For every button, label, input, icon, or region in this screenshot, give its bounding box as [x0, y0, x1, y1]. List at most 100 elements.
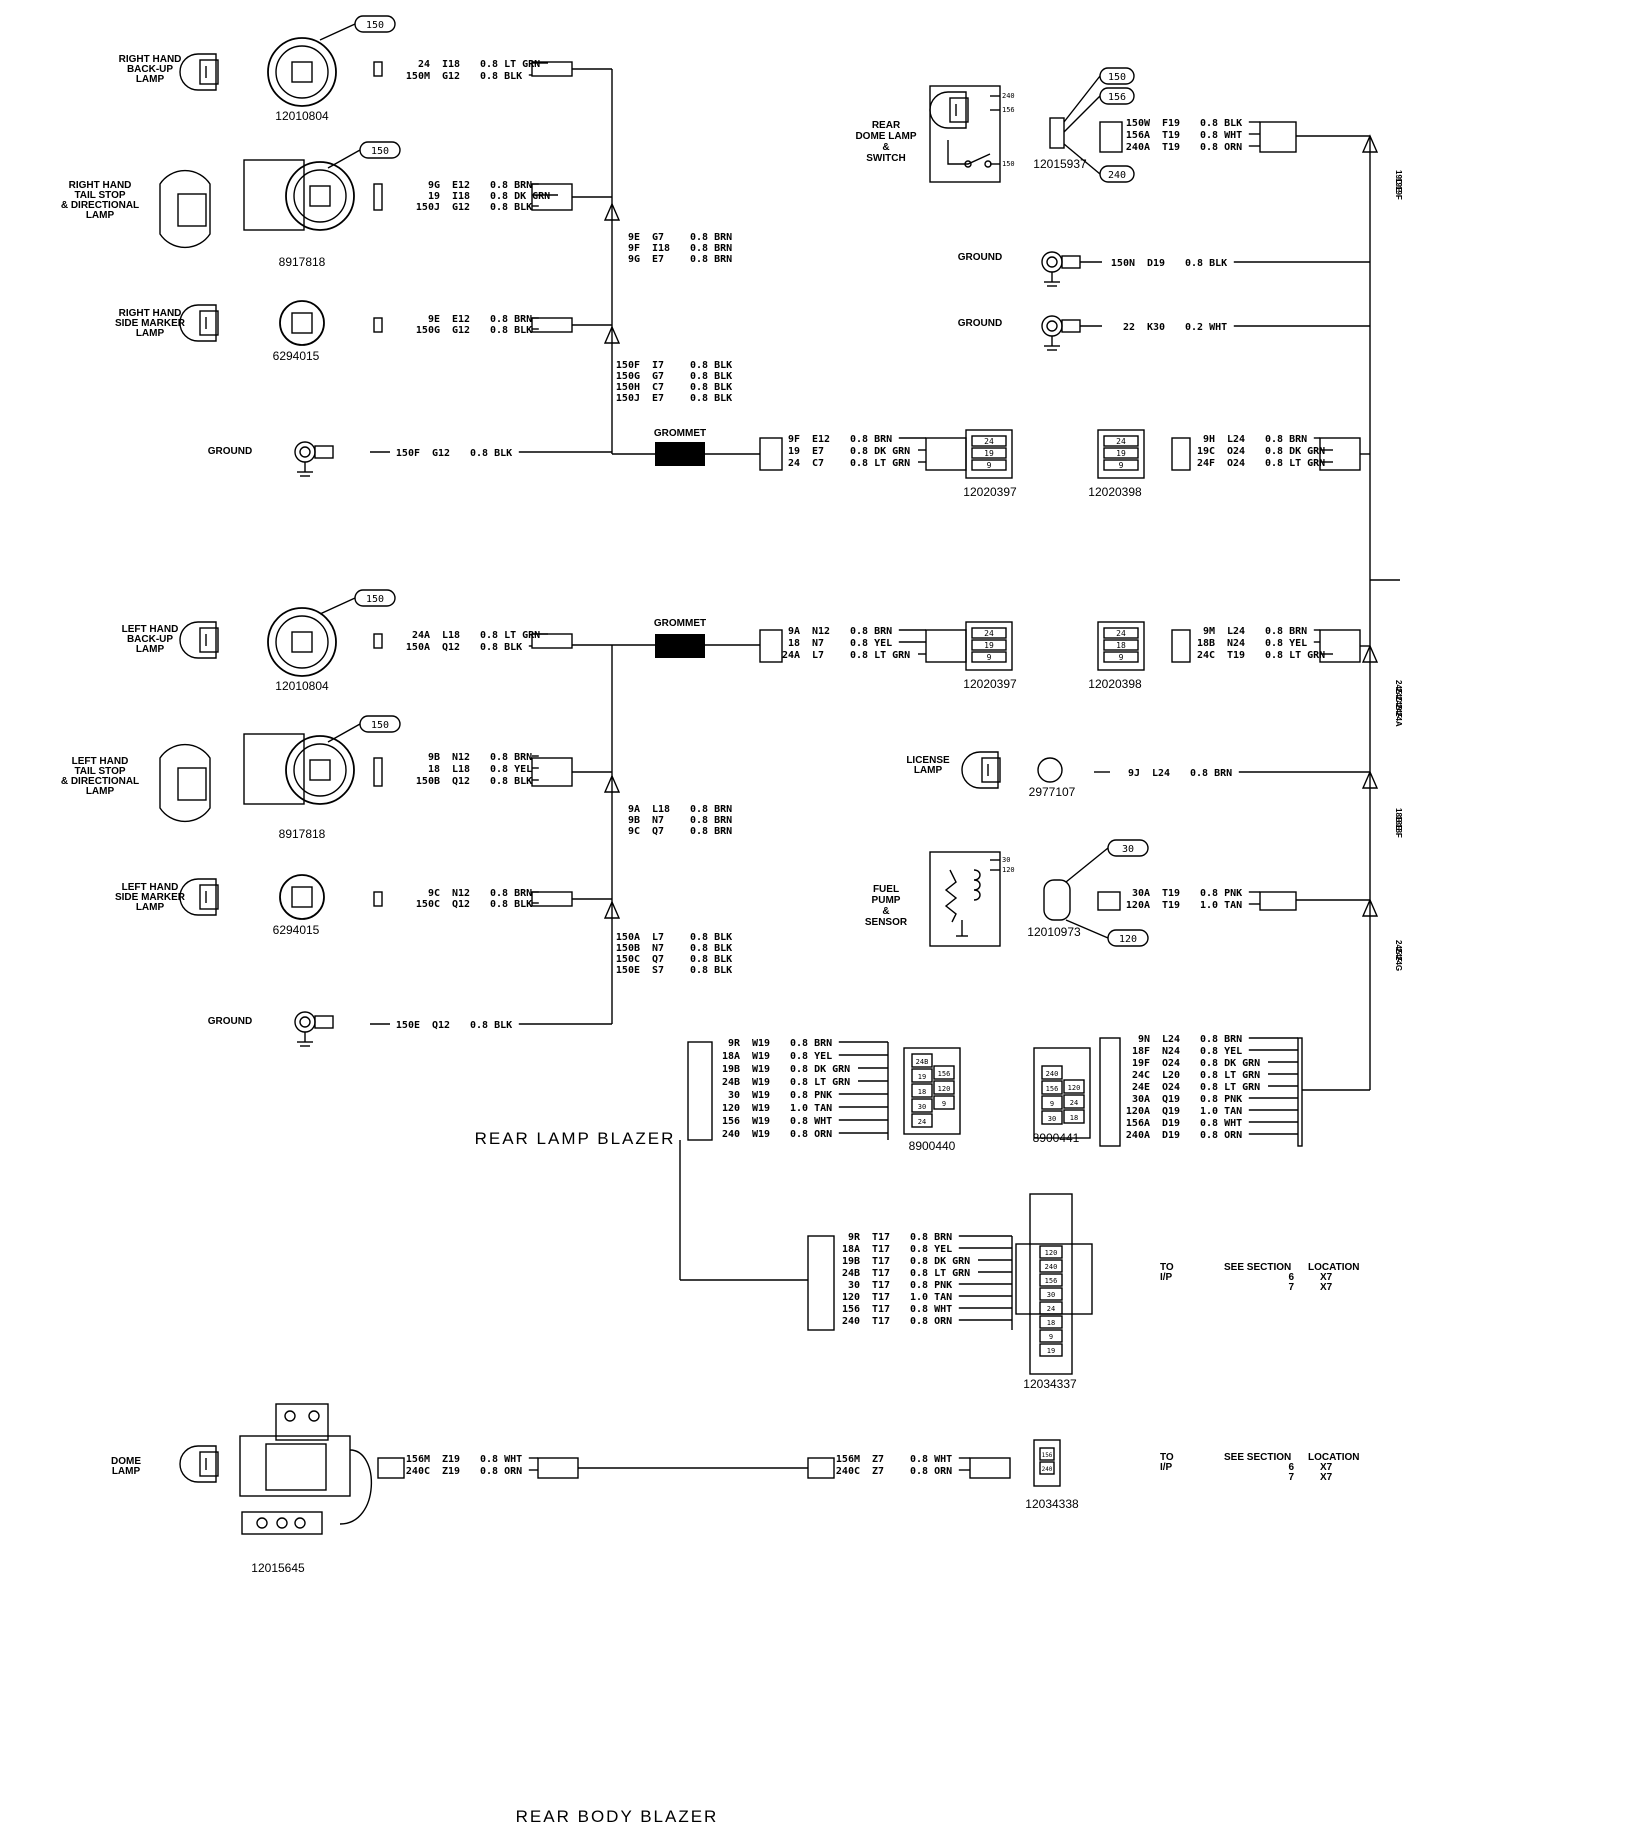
- wire-code: 9R: [728, 1038, 741, 1049]
- component-label: LAMP: [136, 328, 165, 339]
- bulb-base: [199, 310, 219, 336]
- component-label: LAMP: [86, 786, 115, 797]
- connector-pin: [1039, 1259, 1063, 1273]
- pin-label: 18: [1047, 1319, 1055, 1327]
- wire-code: 19B: [842, 1256, 860, 1267]
- connector-pin: [971, 435, 1007, 447]
- wire-code: 19: [428, 191, 440, 202]
- wire-circuit: G12: [432, 448, 450, 459]
- wire-code: 30: [728, 1090, 740, 1101]
- component-label: LAMP: [136, 902, 165, 913]
- callout-label: 150: [371, 146, 389, 157]
- mount-hole: [276, 1517, 288, 1529]
- rear-lamp-title: REAR LAMP BLAZER: [475, 1129, 676, 1148]
- wire-code: 156: [722, 1116, 740, 1127]
- ground-lug-hole: [299, 1016, 311, 1028]
- connector-12020397-a: [965, 429, 1013, 479]
- dome-lamp-housing: [239, 1435, 351, 1497]
- wire-circuit: Q7: [652, 826, 664, 837]
- mount-hole: [294, 1517, 306, 1529]
- part-number: 12010804: [275, 679, 329, 693]
- right-edge-code: 18B: [1394, 808, 1403, 823]
- right-edge-code: 18E: [1394, 816, 1403, 831]
- wire-color: 0.8 YEL: [1200, 1046, 1242, 1057]
- wire-line: [319, 23, 356, 41]
- wire-line: [1065, 919, 1109, 939]
- callout-tag: [1107, 929, 1149, 947]
- ground3-icon: [1041, 251, 1063, 273]
- callout-label: 120: [1119, 934, 1137, 945]
- wire-color: 0.8 BLK: [470, 1020, 512, 1031]
- wire-color: 0.8 BRN: [850, 434, 892, 445]
- wire-color: 0.8 LT GRN: [790, 1077, 850, 1088]
- pin-label: 24: [1116, 437, 1126, 446]
- wire-code: 156A: [1126, 130, 1150, 141]
- wire-code: 24A: [782, 650, 800, 661]
- wire-color: 0.8 LT GRN: [850, 650, 910, 661]
- socket-pin: [291, 61, 313, 83]
- wire-circuit: G12: [442, 71, 460, 82]
- mount-hole: [284, 1410, 296, 1422]
- wire-circuit: I18: [452, 191, 470, 202]
- ground-terminal: [1061, 319, 1081, 333]
- wire-circuit: T19: [1227, 650, 1245, 661]
- wire-circuit: W19: [752, 1051, 770, 1062]
- socket-ring: [275, 615, 329, 669]
- pin-label: 19: [918, 1073, 926, 1081]
- part-number: 12020397: [963, 677, 1017, 691]
- to-ip-label: I/P: [1160, 1272, 1173, 1283]
- wire-line: [319, 597, 356, 615]
- bulb-base: [981, 757, 1001, 783]
- wire-code: 9E: [628, 232, 640, 243]
- wire-circuit: T17: [872, 1304, 890, 1315]
- wire-code: 150N: [1111, 258, 1135, 269]
- dome-bracket-bottom: [241, 1511, 323, 1535]
- wire-color: 0.8 BRN: [690, 826, 732, 837]
- connector-pin: [1103, 435, 1139, 447]
- pin-label: 240: [1042, 1466, 1053, 1473]
- component-label: TAIL STOP: [74, 766, 125, 777]
- wire-code: 9F: [628, 243, 640, 254]
- pin-label: 30: [1048, 1115, 1056, 1123]
- harness-bracket: [1171, 437, 1191, 471]
- wire-color: 0.8 BRN: [790, 1038, 832, 1049]
- pin-label: 18: [918, 1088, 926, 1096]
- wire-circuit: G7: [652, 371, 664, 382]
- wire-circuit: W19: [752, 1129, 770, 1140]
- wire-code: 24: [788, 458, 800, 469]
- bulb-base: [177, 767, 207, 801]
- component-label: GROUND: [958, 252, 1002, 263]
- splice-triangle-icon: [1361, 770, 1379, 789]
- wire-circuit: T17: [872, 1280, 890, 1291]
- connector-pin: [1039, 1461, 1055, 1475]
- wire-circuit: E7: [652, 393, 664, 404]
- bulb-base: [199, 884, 219, 910]
- wire-code: 240: [722, 1129, 740, 1140]
- pin-label: 18: [1070, 1114, 1078, 1122]
- wire-color: 0.8 LT GRN: [480, 59, 540, 70]
- component-label: LAMP: [86, 210, 115, 221]
- ground2-icon: [294, 1011, 316, 1033]
- connector-pin: [1039, 1273, 1063, 1287]
- harness-bracket: [373, 317, 383, 333]
- wire-code: 18: [428, 764, 440, 775]
- splice-triangle-icon: [603, 900, 621, 919]
- location-code: X7: [1320, 1282, 1333, 1293]
- wire-color: 0.8 LT GRN: [1200, 1082, 1260, 1093]
- socket-ring: [293, 169, 347, 223]
- wire-color: 0.8 WHT: [910, 1454, 952, 1465]
- bulb-base: [199, 59, 219, 85]
- wire-code: 156: [842, 1304, 860, 1315]
- wire-circuit: N24: [1162, 1046, 1180, 1057]
- dome-lens: [265, 1443, 327, 1491]
- rear-body-title: REAR BODY BLAZER: [516, 1807, 719, 1826]
- pin-label: 24: [918, 1118, 926, 1126]
- wire-color: 0.8 BLK: [690, 943, 732, 954]
- wire-color: 0.8 BRN: [1190, 768, 1232, 779]
- wire-color: 0.8 LT GRN: [910, 1268, 970, 1279]
- wire-code: 9A: [788, 626, 800, 637]
- harness-bracket: [531, 633, 573, 649]
- right-edge-code: 24F: [1394, 704, 1403, 718]
- wire-circuit: L24: [1162, 1034, 1180, 1045]
